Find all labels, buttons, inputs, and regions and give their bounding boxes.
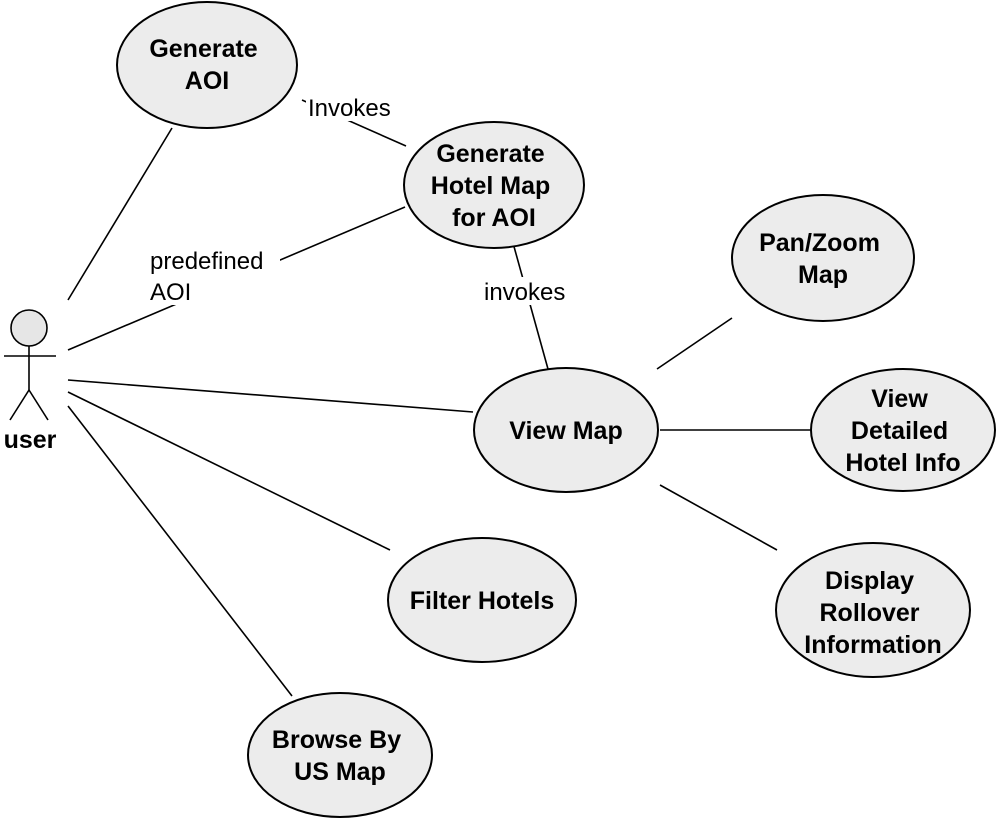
invokes-upper-label: Invokes — [308, 95, 391, 122]
use-case-label: View Map — [509, 417, 622, 445]
assoc-view-map-pan-zoom — [656, 317, 733, 370]
predefined-aoi-label-bg — [146, 245, 280, 305]
assoc-user-view-map — [67, 379, 474, 413]
actor-label: user — [4, 426, 57, 454]
use-case-view-map[interactable]: View Map — [473, 367, 659, 493]
invokes-lower-label: invokes — [484, 279, 565, 306]
actor-right-leg — [28, 389, 49, 421]
use-case-display-rollover-information[interactable]: Display Rollover Information — [775, 542, 971, 678]
invokes-lower-label-bg — [482, 277, 578, 305]
use-case-label: Generate Hotel Map for AOI — [431, 140, 557, 232]
relationship-labels: Invokes invokes predefined AOI — [146, 93, 578, 306]
use-case-label: Pan/Zoom Map — [759, 229, 887, 289]
predefined-aoi-label: predefined AOI — [150, 248, 270, 306]
use-case-browse-by-us-map[interactable]: Browse By US Map — [247, 692, 433, 818]
assoc-user-generate-aoi — [67, 127, 173, 301]
actor-left-leg — [9, 389, 30, 421]
assoc-view-map-rollover — [659, 484, 778, 551]
use-case-label: View Detailed Hotel Info — [845, 385, 960, 477]
assoc-user-browse-by-us-map — [67, 405, 293, 697]
use-case-label: Display Rollover Information — [804, 567, 942, 659]
use-case-pan-zoom-map[interactable]: Pan/Zoom Map — [731, 194, 915, 322]
use-case-label: Generate AOI — [149, 35, 264, 95]
use-case-generate-hotel-map[interactable]: Generate Hotel Map for AOI — [403, 121, 585, 249]
use-case-view-detailed-hotel-info[interactable]: View Detailed Hotel Info — [810, 368, 996, 492]
assoc-user-filter-hotels — [67, 391, 391, 551]
invokes-hotel-map-to-view-map — [512, 242, 549, 370]
use-case-label: Filter Hotels — [410, 587, 554, 615]
actor-user[interactable]: user — [4, 309, 57, 454]
use-case-filter-hotels[interactable]: Filter Hotels — [387, 537, 577, 663]
invokes-upper-label-bg — [306, 93, 402, 121]
actor-head — [10, 309, 48, 347]
use-case-generate-aoi[interactable]: Generate AOI — [116, 1, 298, 129]
use-case-label: Browse By US Map — [272, 726, 408, 786]
